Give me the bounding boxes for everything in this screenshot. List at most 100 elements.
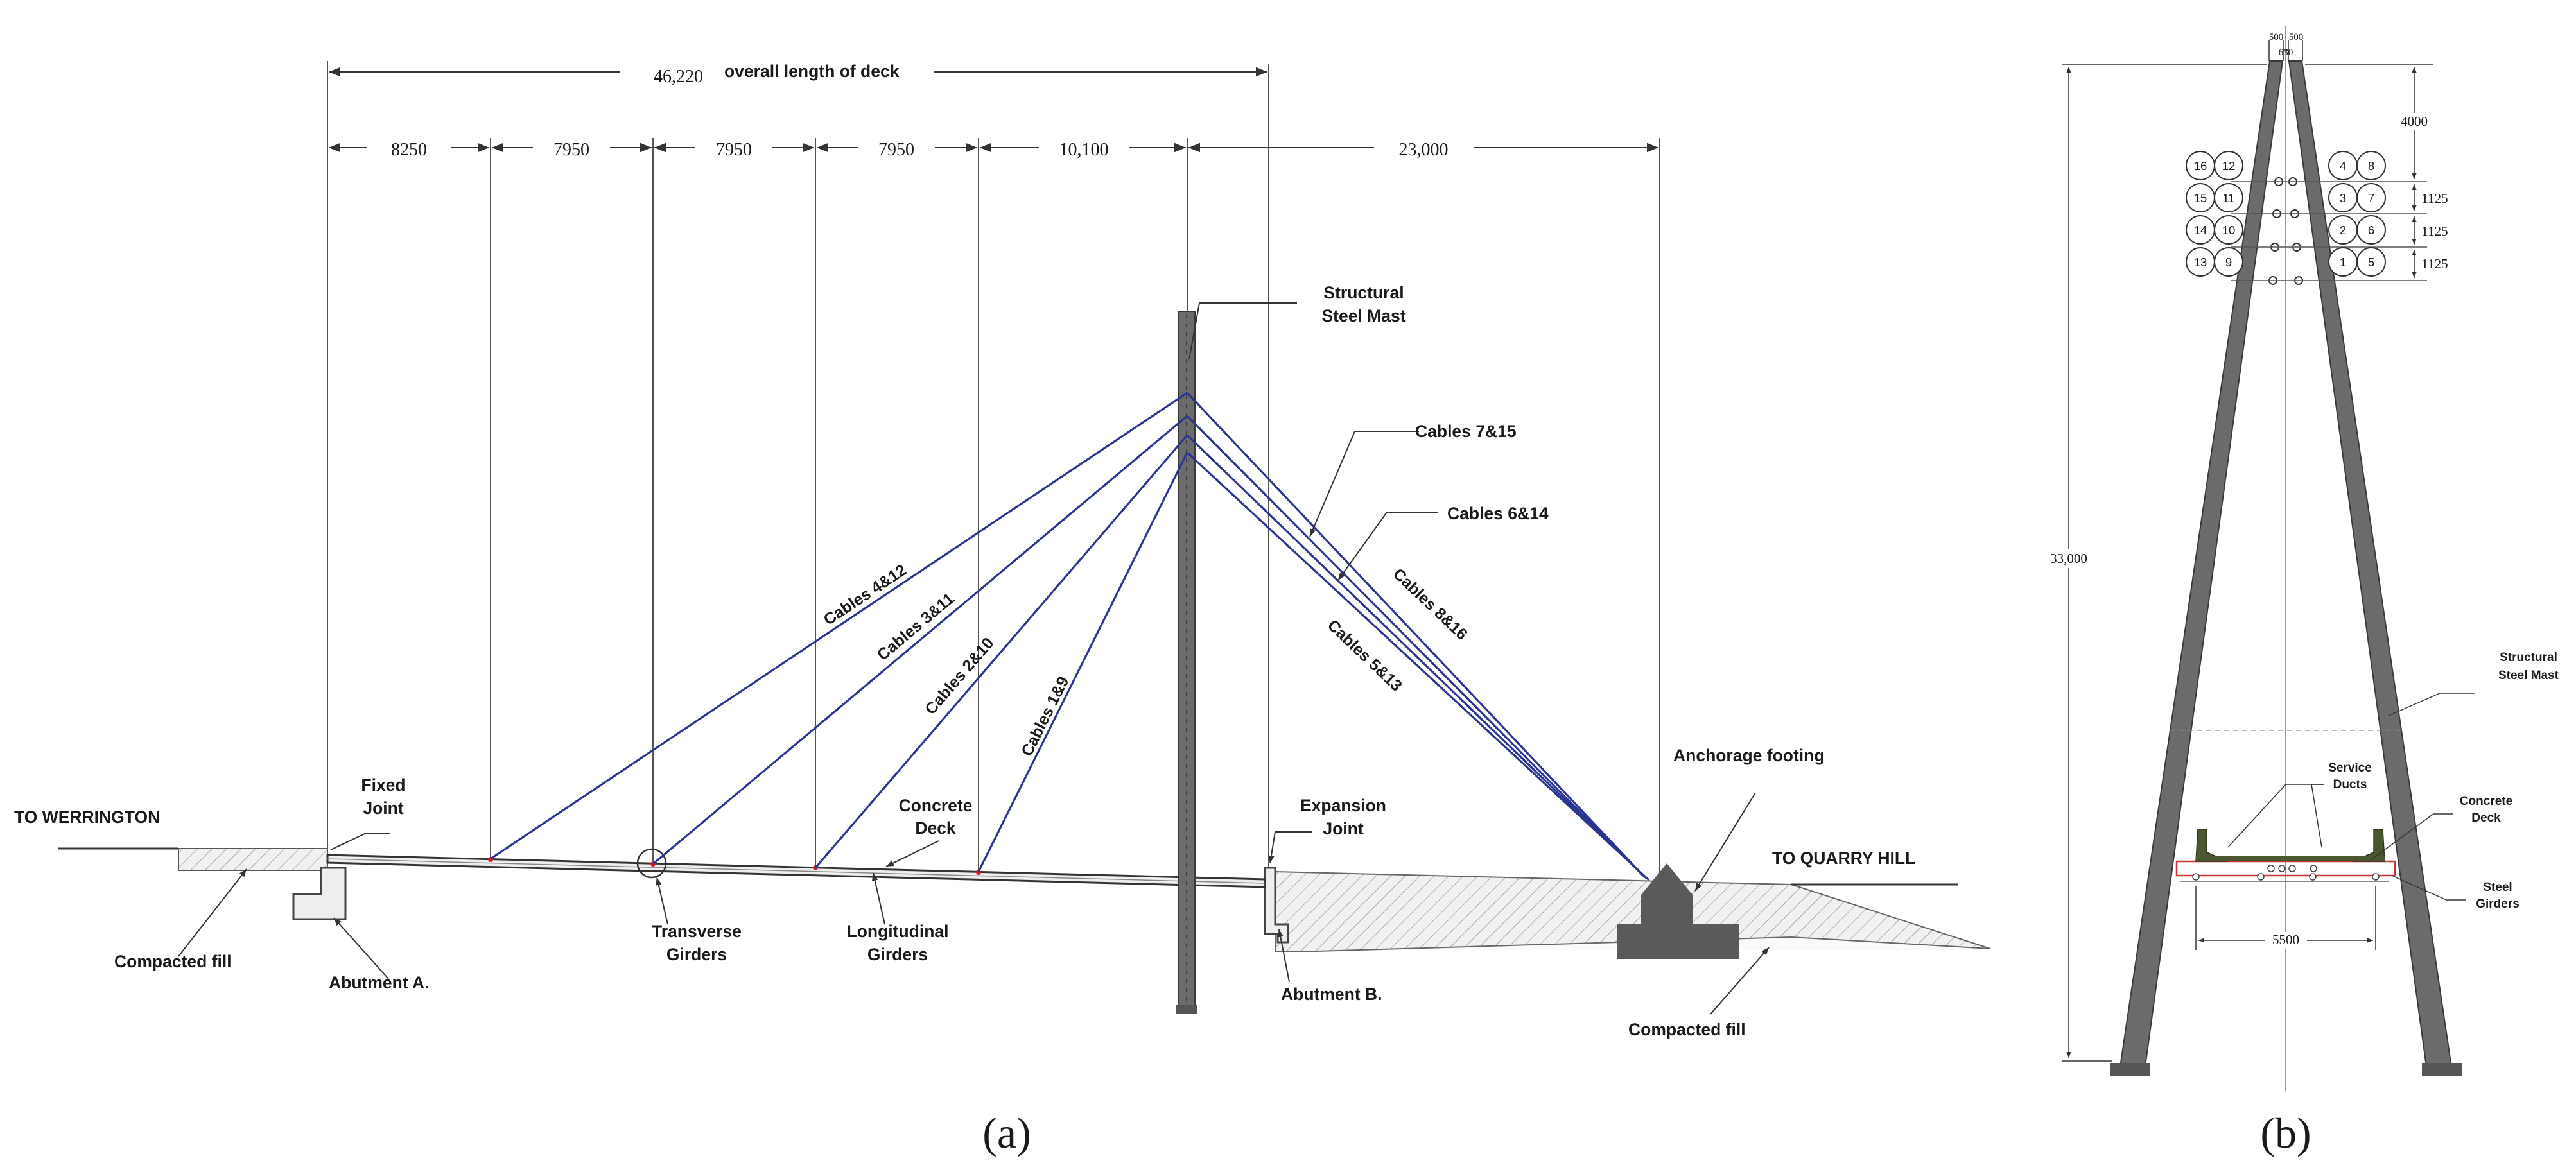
concrete-deck-label-b: Deck <box>2471 811 2501 825</box>
panel-a: 46,220 overall length of deck 8250 7950 … <box>14 58 1991 1157</box>
fixed-joint-label: Joint <box>363 798 403 818</box>
cable-number: 15 <box>2194 191 2207 205</box>
cables <box>490 392 1650 881</box>
cable-number: 1 <box>2340 255 2346 269</box>
to-quarry-hill-label: TO QUARRY HILL <box>1772 849 1915 868</box>
cable-number: 12 <box>2222 159 2236 173</box>
span-dim-label: 7950 <box>878 140 914 160</box>
panel-a-caption: (a) <box>982 1109 1031 1157</box>
cable-number: 3 <box>2340 191 2346 205</box>
cable-6-14 <box>1186 434 1648 880</box>
deck-width-label: 5500 <box>2272 932 2299 947</box>
span-dim-label: 7950 <box>553 140 589 160</box>
top-dim-right: 500 <box>2289 32 2304 42</box>
component-labels: TO WERRINGTON TO QUARRY HILL Fixed Joint… <box>14 283 1915 1039</box>
longitudinal-girders-label: Longitudinal <box>847 922 949 941</box>
right-ground <box>1264 867 1991 952</box>
concrete-deck-label: Deck <box>915 818 956 838</box>
transverse-girders-label: Transverse <box>652 922 742 941</box>
height-dimension: 33,000 <box>2042 64 2267 1062</box>
top-dim-left: 500 <box>2269 32 2284 42</box>
overall-dim-value: 46,220 <box>654 67 703 87</box>
cable-8-16 <box>1186 392 1645 877</box>
structural-steel-mast-label: Structural <box>1323 283 1404 302</box>
right-cable-circles: 4 8 3 7 2 6 1 5 <box>2328 151 2386 277</box>
span-dim-label: 8250 <box>391 140 427 160</box>
compacted-fill-left-label: Compacted fill <box>114 952 232 971</box>
height-dim-label: 33,000 <box>2050 551 2087 566</box>
cable-number: 4 <box>2340 159 2346 173</box>
expansion-joint-label: Expansion <box>1300 796 1386 815</box>
a-frame-mast <box>2110 60 2462 1076</box>
cable-number: 6 <box>2368 223 2374 237</box>
vertical-dim-label: 1125 <box>2421 191 2448 206</box>
vertical-dim-label: 1125 <box>2421 256 2448 272</box>
cable-label-7-15: Cables 7&15 <box>1415 422 1517 441</box>
vertical-dim-label: 1125 <box>2421 223 2448 239</box>
dimension-reference-lines <box>327 61 1660 879</box>
cable-5-13 <box>1186 451 1650 881</box>
abutment-b-shape <box>1264 867 1289 944</box>
expansion-joint-label: Joint <box>1323 819 1363 838</box>
cable-label-5-13: Cables 5&13 <box>1324 616 1405 695</box>
cable-3-11 <box>652 415 1188 865</box>
to-werrington-label: TO WERRINGTON <box>14 807 160 827</box>
left-cable-circles: 16 12 15 11 14 10 13 9 <box>2186 151 2243 277</box>
leader-lines <box>178 302 1770 1015</box>
overall-dim-label: overall length of deck <box>724 62 900 81</box>
steel-girders-label: Steel <box>2483 881 2512 894</box>
panel-b-leader-lines <box>2227 693 2475 901</box>
cable-number: 10 <box>2222 223 2236 237</box>
abutment-b-label: Abutment B. <box>1281 985 1382 1004</box>
cable-number: 13 <box>2194 255 2207 269</box>
service-ducts-label: Ducts <box>2333 778 2367 791</box>
structural-steel-mast <box>1176 311 1197 1014</box>
right-vertical-dimension-labels: 4000 1125 1125 1125 <box>2397 113 2448 272</box>
left-ground <box>58 847 347 920</box>
deck-cross-section <box>2170 730 2400 882</box>
top-dim-gap: 630 <box>2279 47 2293 58</box>
service-ducts-label: Service <box>2328 761 2372 775</box>
anchorage-footing <box>1617 863 1739 959</box>
longitudinal-girders-label: Girders <box>867 945 928 964</box>
compacted-fill-right-label: Compacted fill <box>1628 1020 1746 1039</box>
anchorage-footing-label: Anchorage footing <box>1673 746 1825 765</box>
abutment-a-shape <box>292 867 347 920</box>
span-dim-label: 23,000 <box>1399 140 1449 160</box>
concrete-deck <box>326 854 1266 888</box>
overall-length-dimension: 46,220 overall length of deck <box>329 58 1267 87</box>
cable-4-12 <box>490 392 1188 860</box>
panel-b-labels: Structural Steel Mast Service Ducts Conc… <box>2328 651 2559 911</box>
panel-b-caption: (b) <box>2260 1109 2311 1157</box>
cable-2-10 <box>814 434 1188 869</box>
cable-number: 7 <box>2368 191 2374 205</box>
span-dim-label: 10,100 <box>1059 140 1109 160</box>
cable-label-2-10: Cables 2&10 <box>921 634 997 718</box>
concrete-deck-label-b: Concrete <box>2460 795 2512 808</box>
cable-level-lines <box>2231 181 2427 281</box>
compacted-fill-left-area <box>178 848 328 871</box>
top-dimensions <box>2268 40 2303 61</box>
transverse-girder-highlight <box>636 848 667 879</box>
cable-label-6-14: Cables 6&14 <box>1447 504 1549 523</box>
fixed-joint-label: Fixed <box>361 775 405 795</box>
transverse-girders-label: Girders <box>666 945 727 964</box>
cable-1-9 <box>977 452 1188 872</box>
concrete-deck-label: Concrete <box>899 796 973 815</box>
cable-label-4-12: Cables 4&12 <box>821 561 910 629</box>
cable-number: 8 <box>2368 159 2374 173</box>
structural-steel-mast-label: Steel Mast <box>1321 306 1405 325</box>
cable-label-1-9: Cables 1&9 <box>1018 674 1072 759</box>
span-dimension-labels: 8250 7950 7950 7950 10,100 23,000 <box>367 135 1474 160</box>
panel-b: 16 12 15 11 14 10 13 9 4 8 3 7 2 6 1 5 <box>2042 26 2559 1157</box>
cable-number: 2 <box>2340 223 2346 237</box>
abutment-a-label: Abutment A. <box>329 973 430 992</box>
structural-steel-mast-label-b: Structural <box>2500 651 2557 664</box>
steel-girders-label: Girders <box>2476 897 2519 911</box>
cable-number: 16 <box>2194 159 2207 173</box>
cable-number: 11 <box>2222 191 2234 205</box>
cable-label-3-11: Cables 3&11 <box>874 589 958 664</box>
cable-number: 14 <box>2194 223 2207 237</box>
cable-number: 9 <box>2225 255 2232 269</box>
